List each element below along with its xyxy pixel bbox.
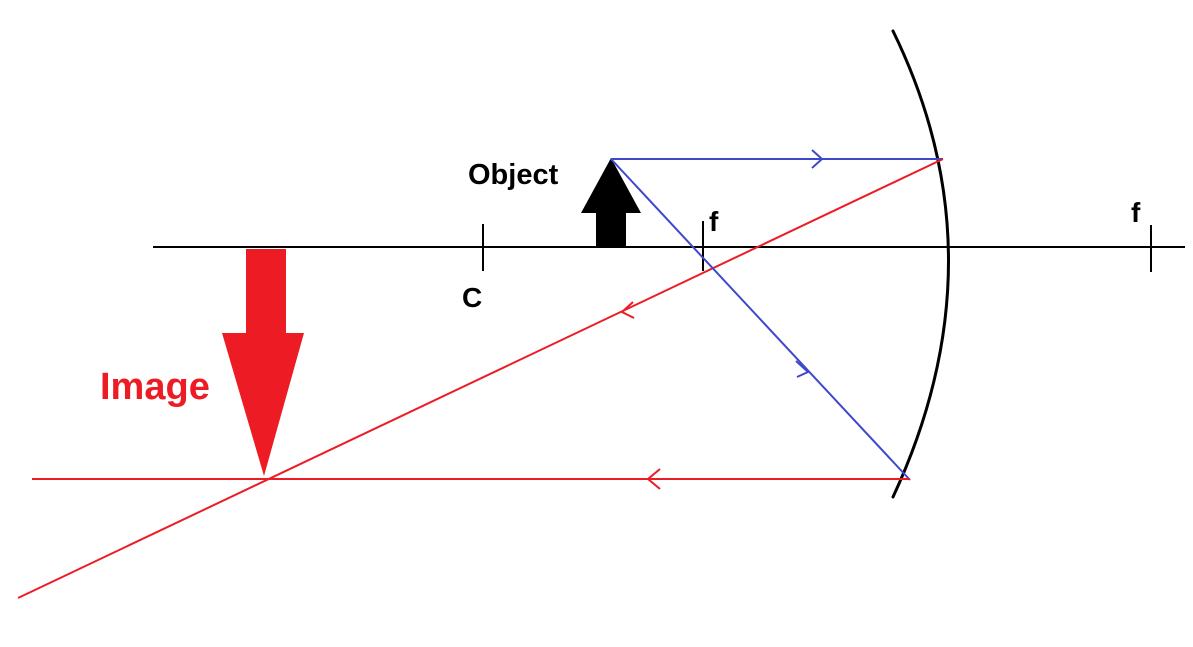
incident-ray-through-focus <box>610 158 911 481</box>
reflected-ray-through-focus <box>17 158 944 599</box>
focal-point-left-label: f <box>709 206 719 237</box>
ray-direction-arrow <box>795 360 810 378</box>
object-label: Object <box>468 159 559 191</box>
concave-mirror <box>891 29 950 499</box>
ray-direction-arrow <box>620 301 635 319</box>
object-arrow <box>581 158 641 247</box>
focal-point-right-label: f <box>1131 197 1141 228</box>
image-arrow <box>222 249 304 476</box>
ray-direction-arrow <box>811 149 824 169</box>
ray-direction-arrow <box>646 468 661 490</box>
center-of-curvature-label: C <box>462 282 482 313</box>
image-label: Image <box>100 366 210 408</box>
